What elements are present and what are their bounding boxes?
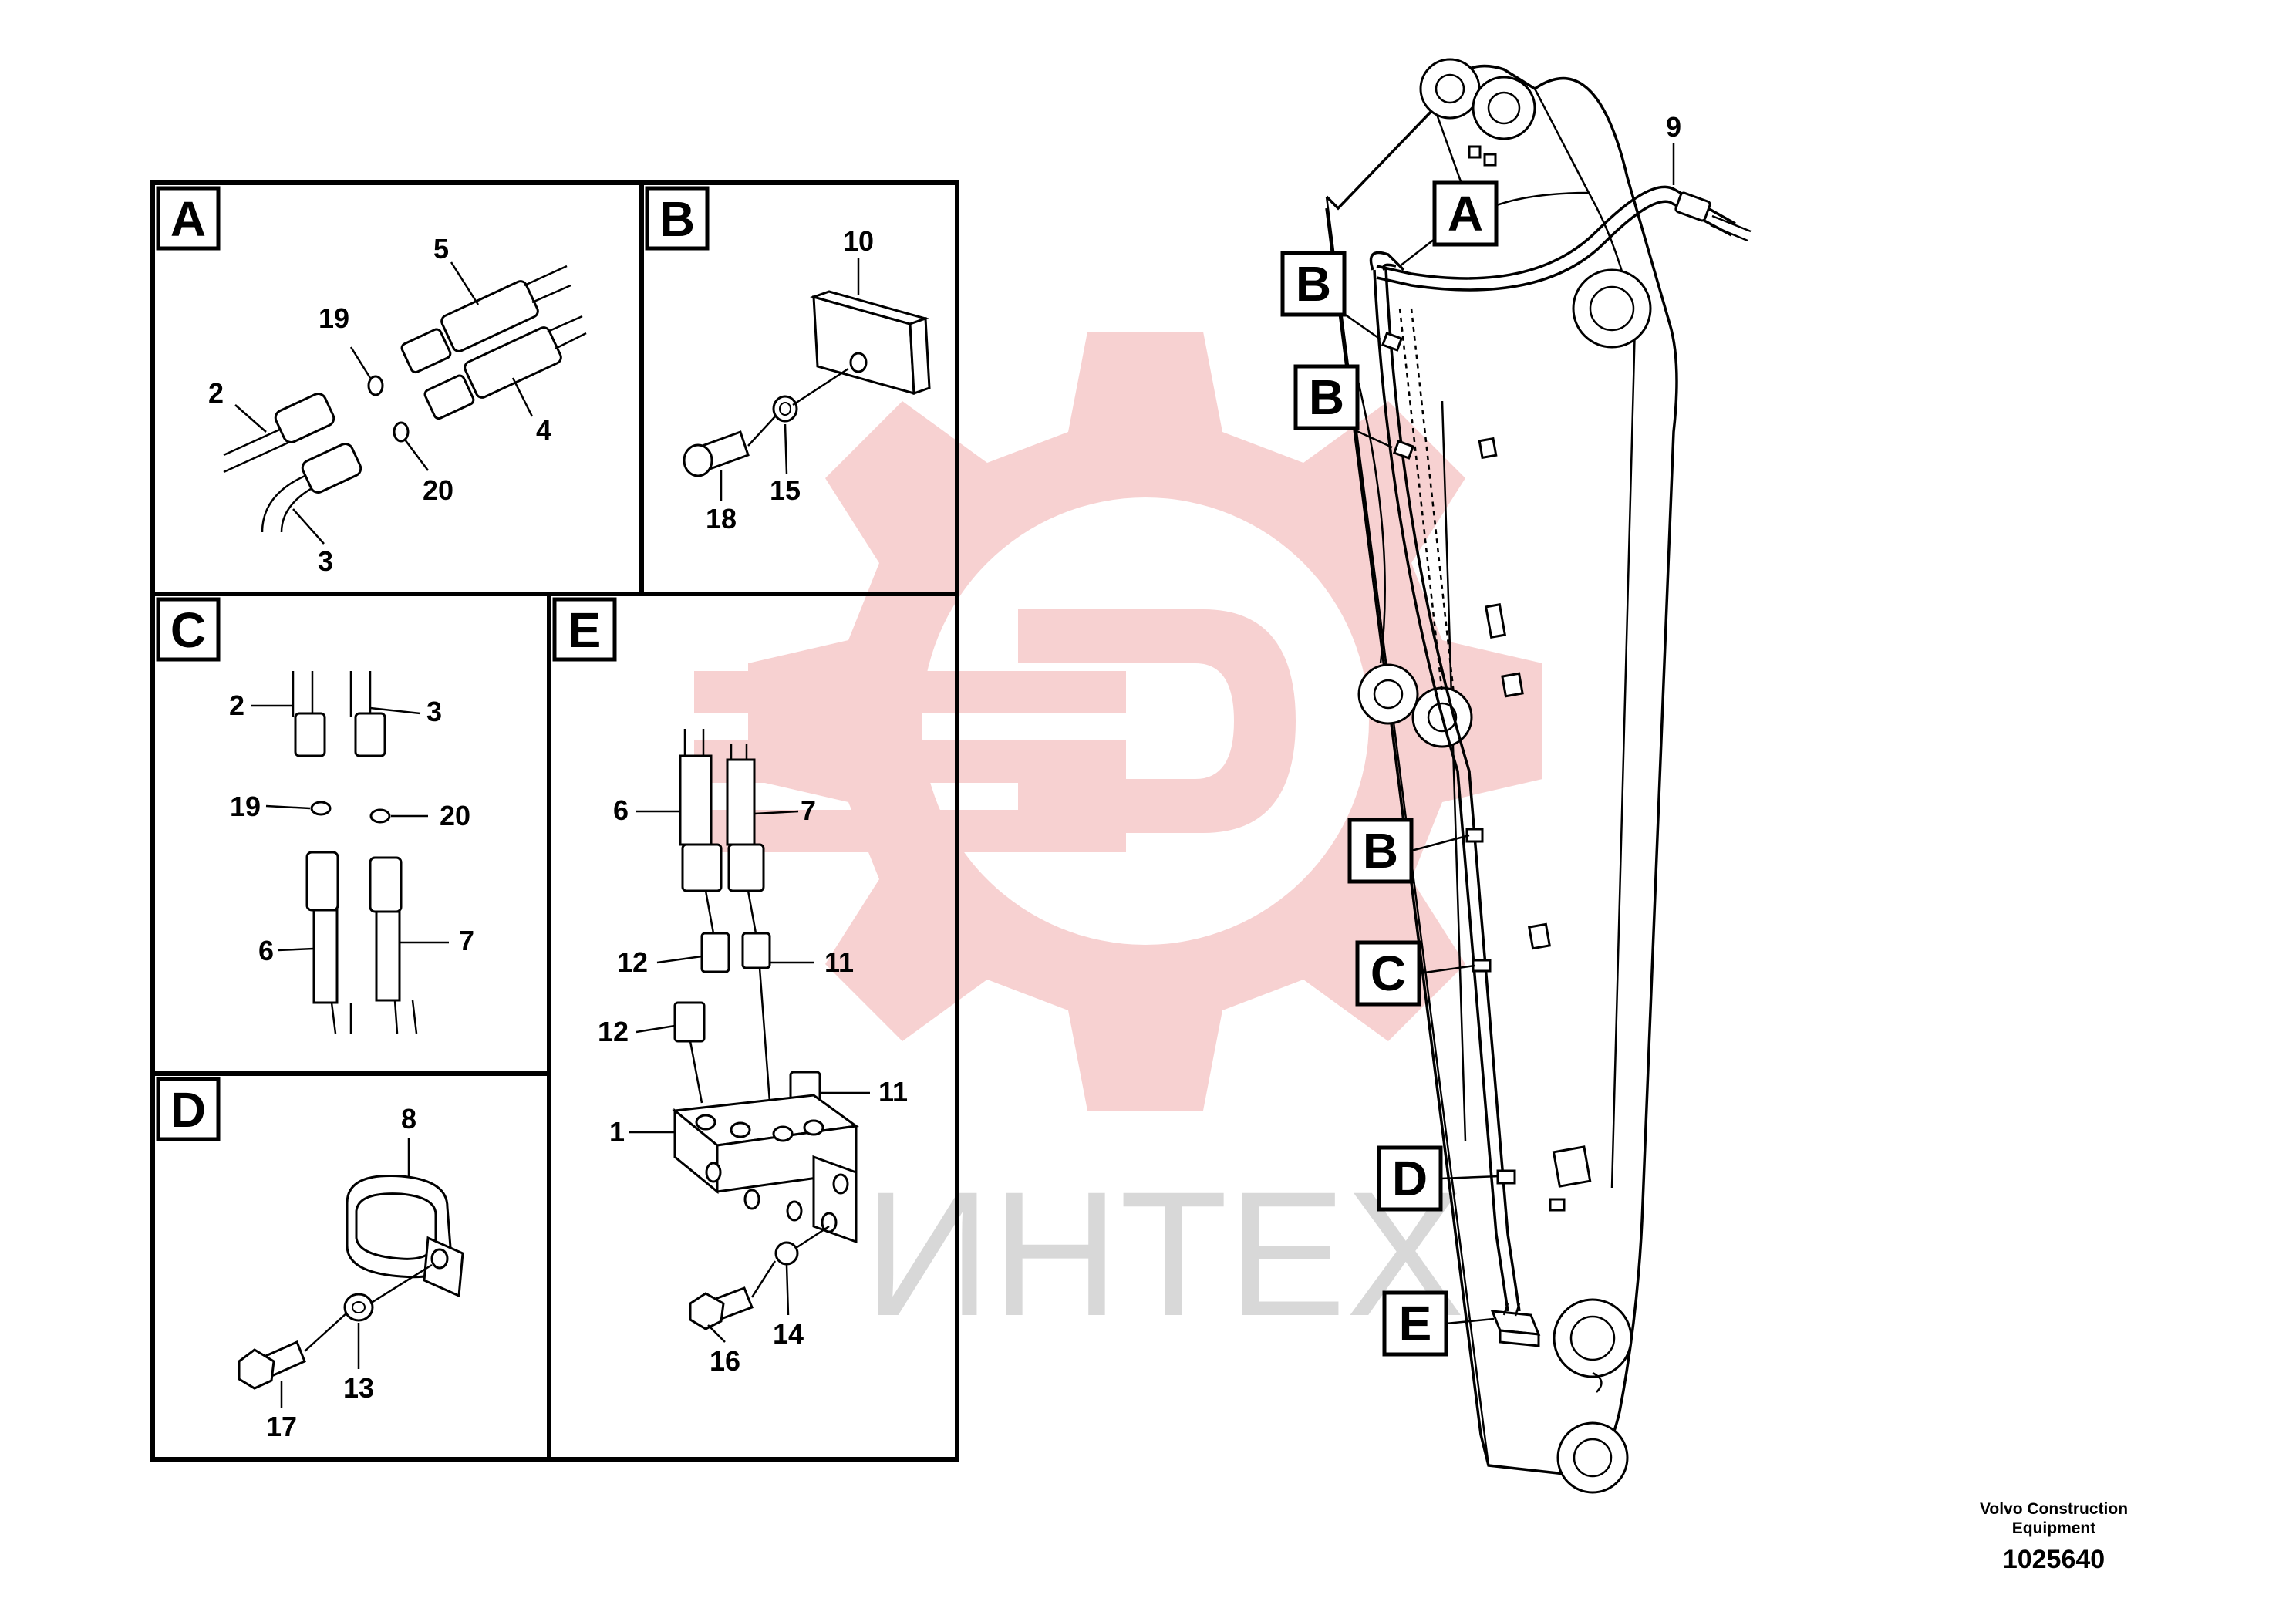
panel-D-label-17: 17 [266, 1411, 297, 1442]
watermark-bar-2 [694, 740, 1126, 783]
panel-A-label-20: 20 [423, 474, 453, 506]
company-name-line1: Volvo Construction [1980, 1500, 2128, 1518]
panel-A-label-19: 19 [319, 302, 349, 334]
panel-C-label-7: 7 [459, 925, 474, 956]
svg-text:B: B [1309, 369, 1344, 425]
panel-A-drawing [223, 261, 587, 545]
overview-callout-A: A [1432, 180, 1499, 247]
svg-text:E: E [568, 602, 602, 658]
panel-C-label-19: 19 [230, 791, 261, 822]
svg-text:B: B [1296, 256, 1331, 312]
panel-E-label-16: 16 [710, 1345, 740, 1377]
panel-B-label-15: 15 [770, 474, 801, 506]
watermark-bar-3 [694, 810, 1126, 852]
panel-C-label-2: 2 [229, 690, 244, 721]
panel-C-label-3: 3 [426, 696, 442, 727]
watermark-wrench [1018, 609, 1296, 833]
overview-callout-B-top: B [1280, 251, 1347, 317]
drawing-number: 1025640 [2003, 1545, 2105, 1574]
panel-D-drawing [238, 1138, 464, 1408]
svg-text:B: B [1363, 823, 1398, 878]
overview-callout-C: C [1355, 940, 1421, 1007]
panel-E-label-14: 14 [773, 1318, 804, 1350]
overview-callout-B-lower: B [1347, 818, 1414, 884]
detail-frames [150, 180, 959, 1462]
svg-text:C: C [1371, 946, 1406, 1001]
panel-letter-A: A [156, 186, 221, 251]
overview-label-9: 9 [1666, 111, 1681, 143]
svg-text:E: E [1399, 1296, 1432, 1351]
svg-text:D: D [170, 1082, 206, 1138]
panel-E-drawing [629, 729, 870, 1343]
panel-D-label-8: 8 [401, 1103, 416, 1135]
panel-E-label-12-lower: 12 [598, 1016, 629, 1047]
company-name-line2: Equipment [2012, 1519, 2096, 1537]
panel-D-label-13: 13 [343, 1372, 374, 1404]
panel-C-label-6: 6 [258, 935, 274, 966]
panel-E-label-11-upper: 11 [824, 946, 854, 978]
panel-E-label-12-upper: 12 [617, 946, 648, 978]
panel-C-drawing [251, 671, 449, 1034]
panel-E-label-7: 7 [801, 794, 816, 826]
watermark-gear-hole [922, 497, 1369, 945]
panel-B-label-18: 18 [706, 503, 737, 534]
panel-letter-B: B [645, 186, 710, 251]
overview-callout-D: D [1377, 1145, 1443, 1212]
watermark-bar-1 [694, 671, 1126, 713]
panel-A-label-3: 3 [318, 545, 333, 577]
svg-text:B: B [659, 191, 695, 247]
overview-callout-E: E [1382, 1290, 1448, 1357]
svg-text:A: A [170, 191, 206, 247]
panel-A-label-5: 5 [433, 233, 449, 265]
svg-text:C: C [170, 602, 206, 658]
svg-text:D: D [1392, 1151, 1428, 1206]
panel-E-label-11-lower: 11 [878, 1076, 908, 1108]
panel-letter-C: C [156, 597, 221, 662]
watermark-text: ИНТЕХ [864, 1155, 1465, 1353]
panel-B-label-10: 10 [843, 225, 874, 257]
watermark-gear [748, 332, 1542, 1111]
panel-E-label-1: 1 [609, 1116, 625, 1148]
panel-E-label-6: 6 [613, 794, 629, 826]
panel-letter-D: D [156, 1077, 221, 1141]
svg-text:A: A [1448, 186, 1483, 241]
overview-callout-B-mid: B [1293, 364, 1360, 430]
panel-C-label-20: 20 [440, 800, 470, 831]
panel-A-label-2: 2 [208, 377, 224, 409]
boom-overview [1325, 58, 1752, 1494]
watermark-logo [694, 332, 1542, 1111]
panel-letter-E: E [552, 597, 617, 662]
panel-B-drawing [683, 258, 931, 501]
panel-A-label-4: 4 [536, 414, 551, 446]
